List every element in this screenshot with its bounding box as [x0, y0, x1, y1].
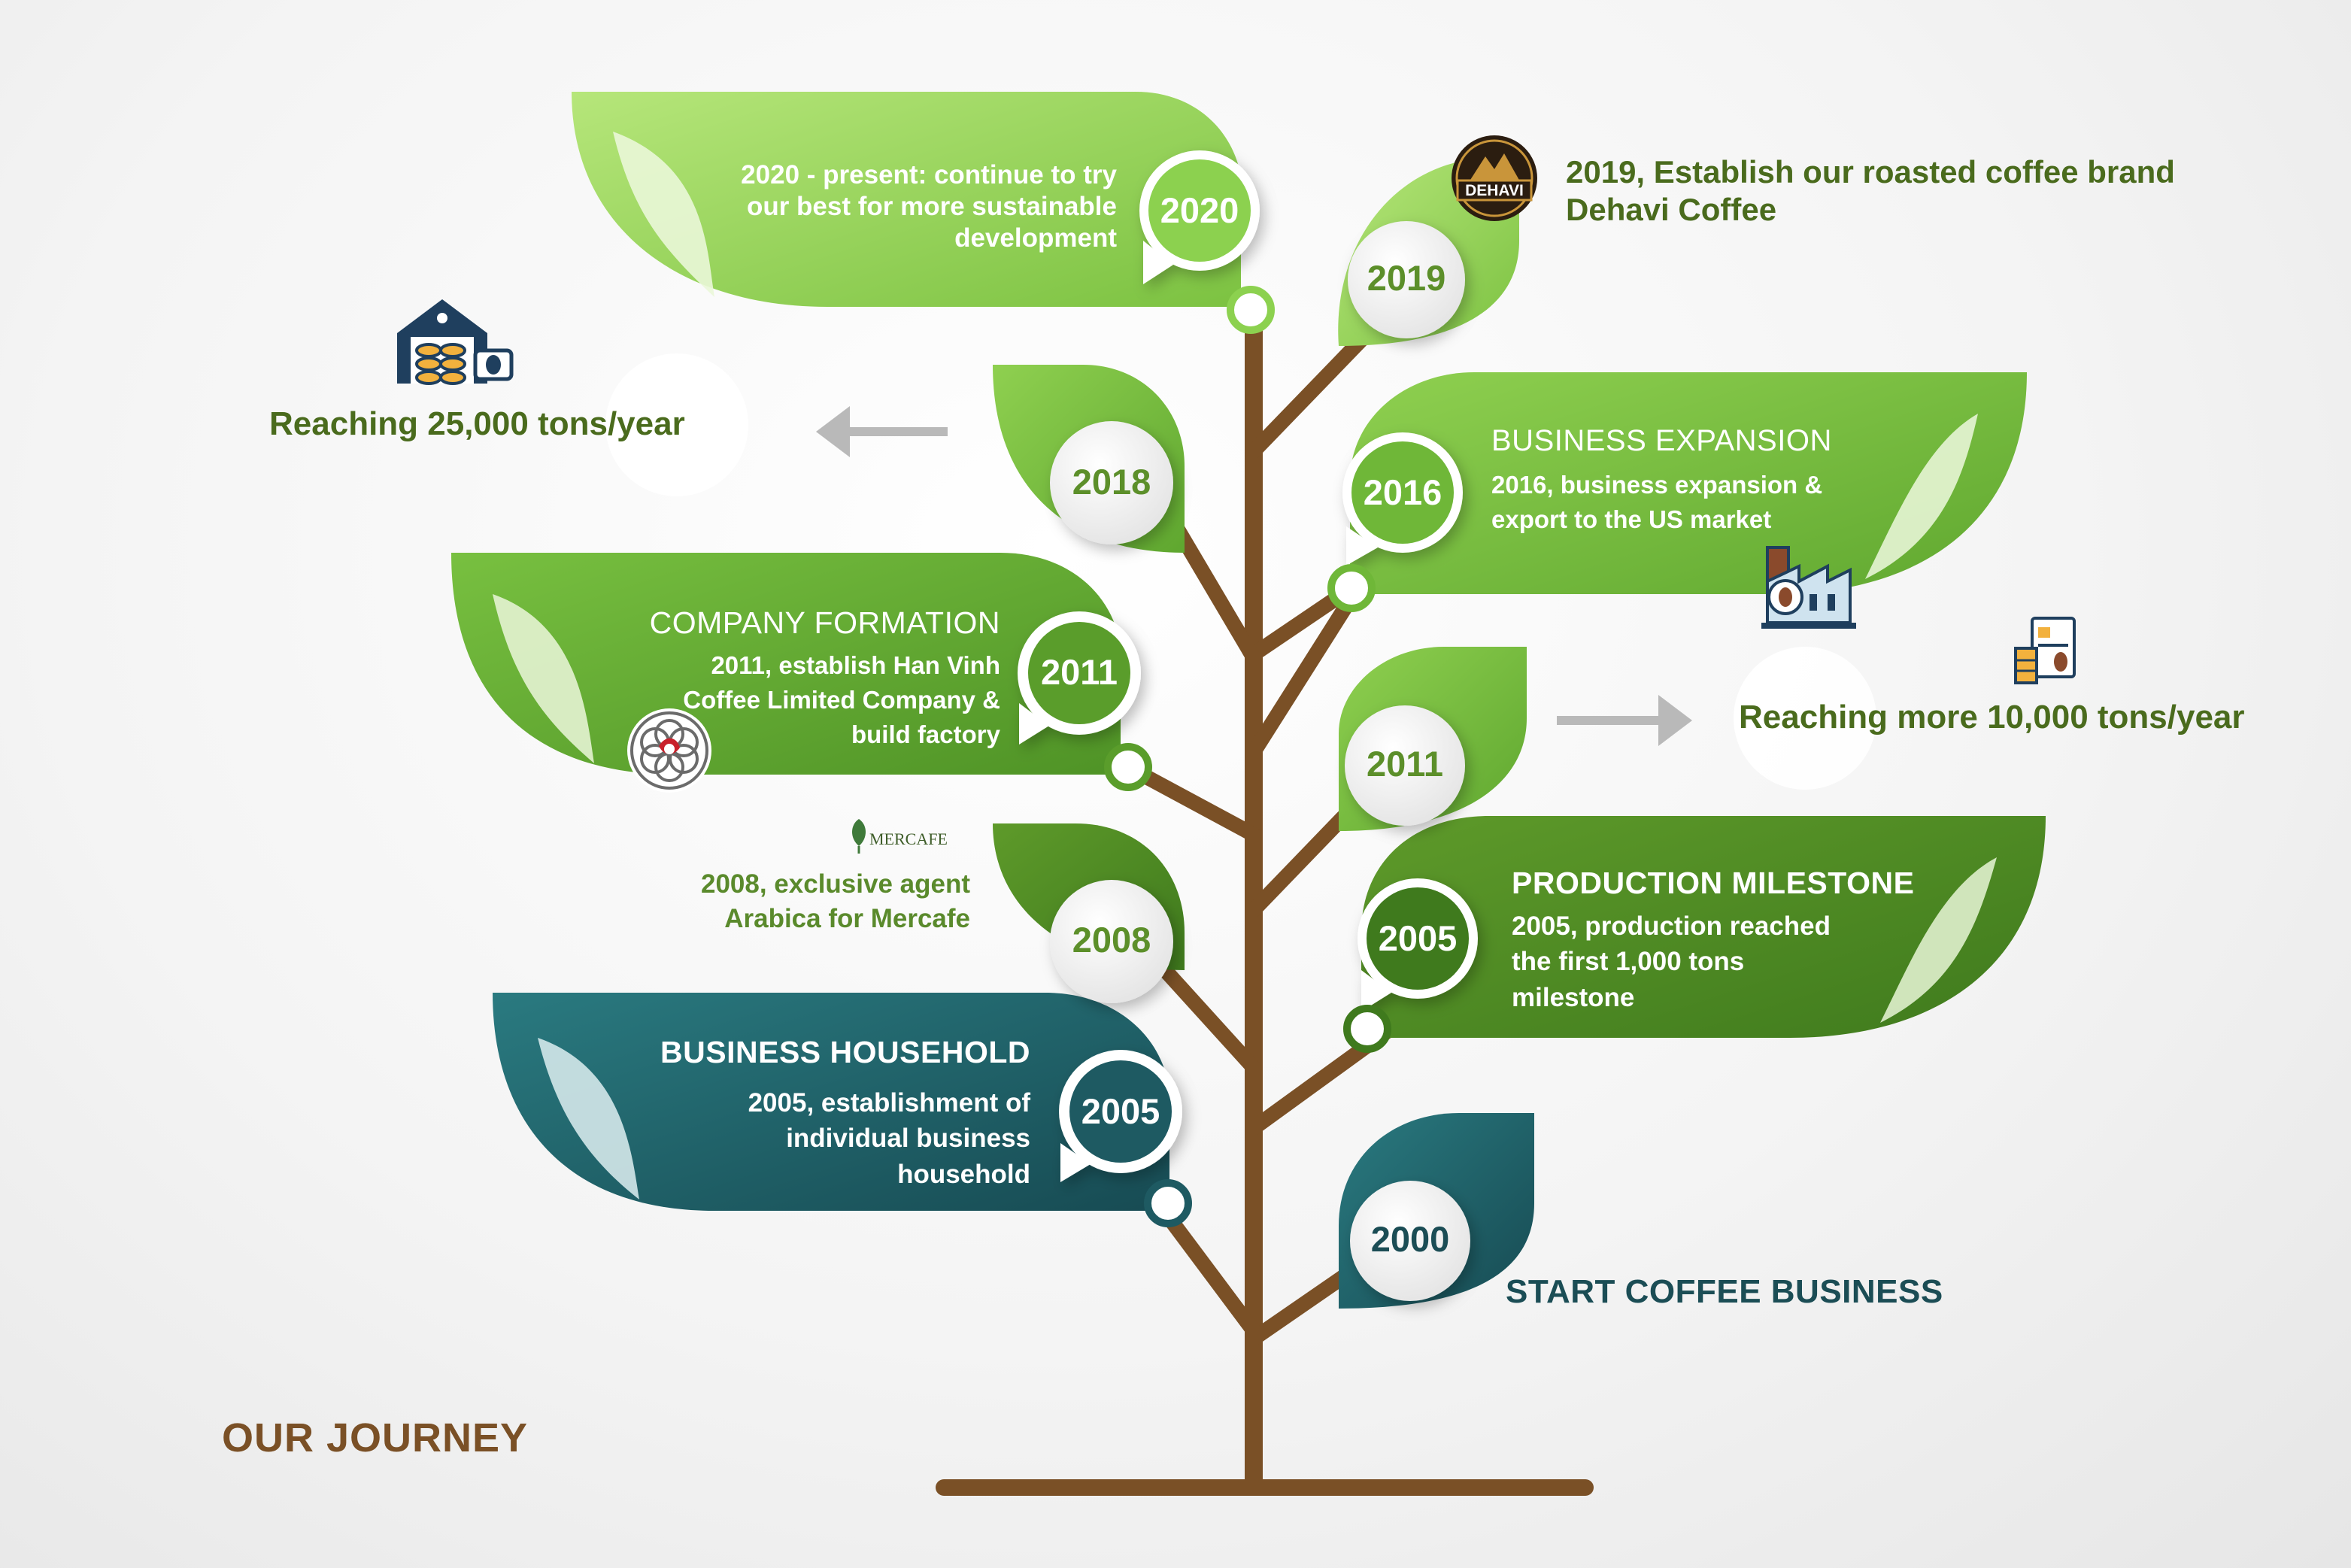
leaf-2011a: [451, 553, 1121, 775]
leaf-2005b: [493, 993, 1169, 1211]
milestone-2011b-note: Reaching more 10,000 tons/year: [1739, 699, 2245, 735]
dehavi-logo: DEHAVI: [1452, 135, 1537, 221]
year-2005a: 2005: [1378, 918, 1458, 958]
milestone-2020-text: 2020 - present: continue to try our best…: [741, 160, 1117, 253]
year-2005b: 2005: [1081, 1091, 1160, 1131]
milestone-2005b-text: 2005, establishment of individual busine…: [748, 1088, 1030, 1189]
company-seal-logo: [627, 708, 711, 793]
leaf-2020: [572, 92, 1241, 307]
milestone-2005a-heading: PRODUCTION MILESTONE: [1512, 866, 1915, 900]
milestone-2016-text: 2016, business expansion & export to the…: [1491, 471, 1823, 534]
mercafe-logo: MERCAFE: [852, 819, 948, 854]
year-2018: 2018: [1072, 462, 1151, 502]
ball-2011b: [1345, 705, 1465, 826]
branches: [1121, 286, 1414, 1346]
warehouse-icon: [397, 299, 514, 385]
year-2019: 2019: [1367, 258, 1446, 298]
page-title: OUR JOURNEY: [222, 1415, 529, 1460]
milestone-2018-note: Reaching 25,000 tons/year: [269, 405, 685, 442]
ball-2018: [1050, 421, 1173, 544]
year-2008: 2008: [1072, 920, 1151, 960]
milestone-2005a-text: 2005, production reached the first 1,000…: [1512, 911, 1831, 1012]
leaf-2005a: [1361, 816, 2046, 1038]
arrow-right-icon: [1557, 695, 1692, 746]
milestone-2016-heading: BUSINESS EXPANSION: [1491, 424, 1832, 457]
factory-icon: [1761, 546, 1856, 629]
ball-2000: [1350, 1181, 1470, 1301]
ball-2019: [1348, 221, 1465, 338]
milestone-2000-heading: START COFFEE BUSINESS: [1506, 1273, 1943, 1310]
leaf-2016: [1350, 372, 2027, 594]
year-2000: 2000: [1370, 1219, 1450, 1259]
milestone-2008-text: 2008, exclusive agent Arabica for Mercaf…: [701, 869, 970, 933]
milestone-2019-text: 2019, Establish our roasted coffee brand…: [1566, 154, 2175, 228]
svg-text:DEHAVI: DEHAVI: [1465, 182, 1524, 199]
year-2020: 2020: [1160, 190, 1239, 230]
year-2011a: 2011: [1041, 652, 1118, 692]
year-2016: 2016: [1363, 472, 1442, 512]
year-2011b: 2011: [1367, 744, 1443, 784]
milestone-2011a-text: 2011, establish Han Vinh Coffee Limited …: [683, 651, 1000, 749]
ball-2008: [1050, 880, 1173, 1003]
milestone-2005b-heading: BUSINESS HOUSEHOLD: [660, 1035, 1030, 1069]
arrow-left-icon: [816, 406, 948, 457]
milestone-2011a-heading: COMPANY FORMATION: [649, 605, 1000, 640]
svg-text:MERCAFE: MERCAFE: [869, 829, 948, 848]
coffee-bag-icon: [2014, 617, 2076, 684]
